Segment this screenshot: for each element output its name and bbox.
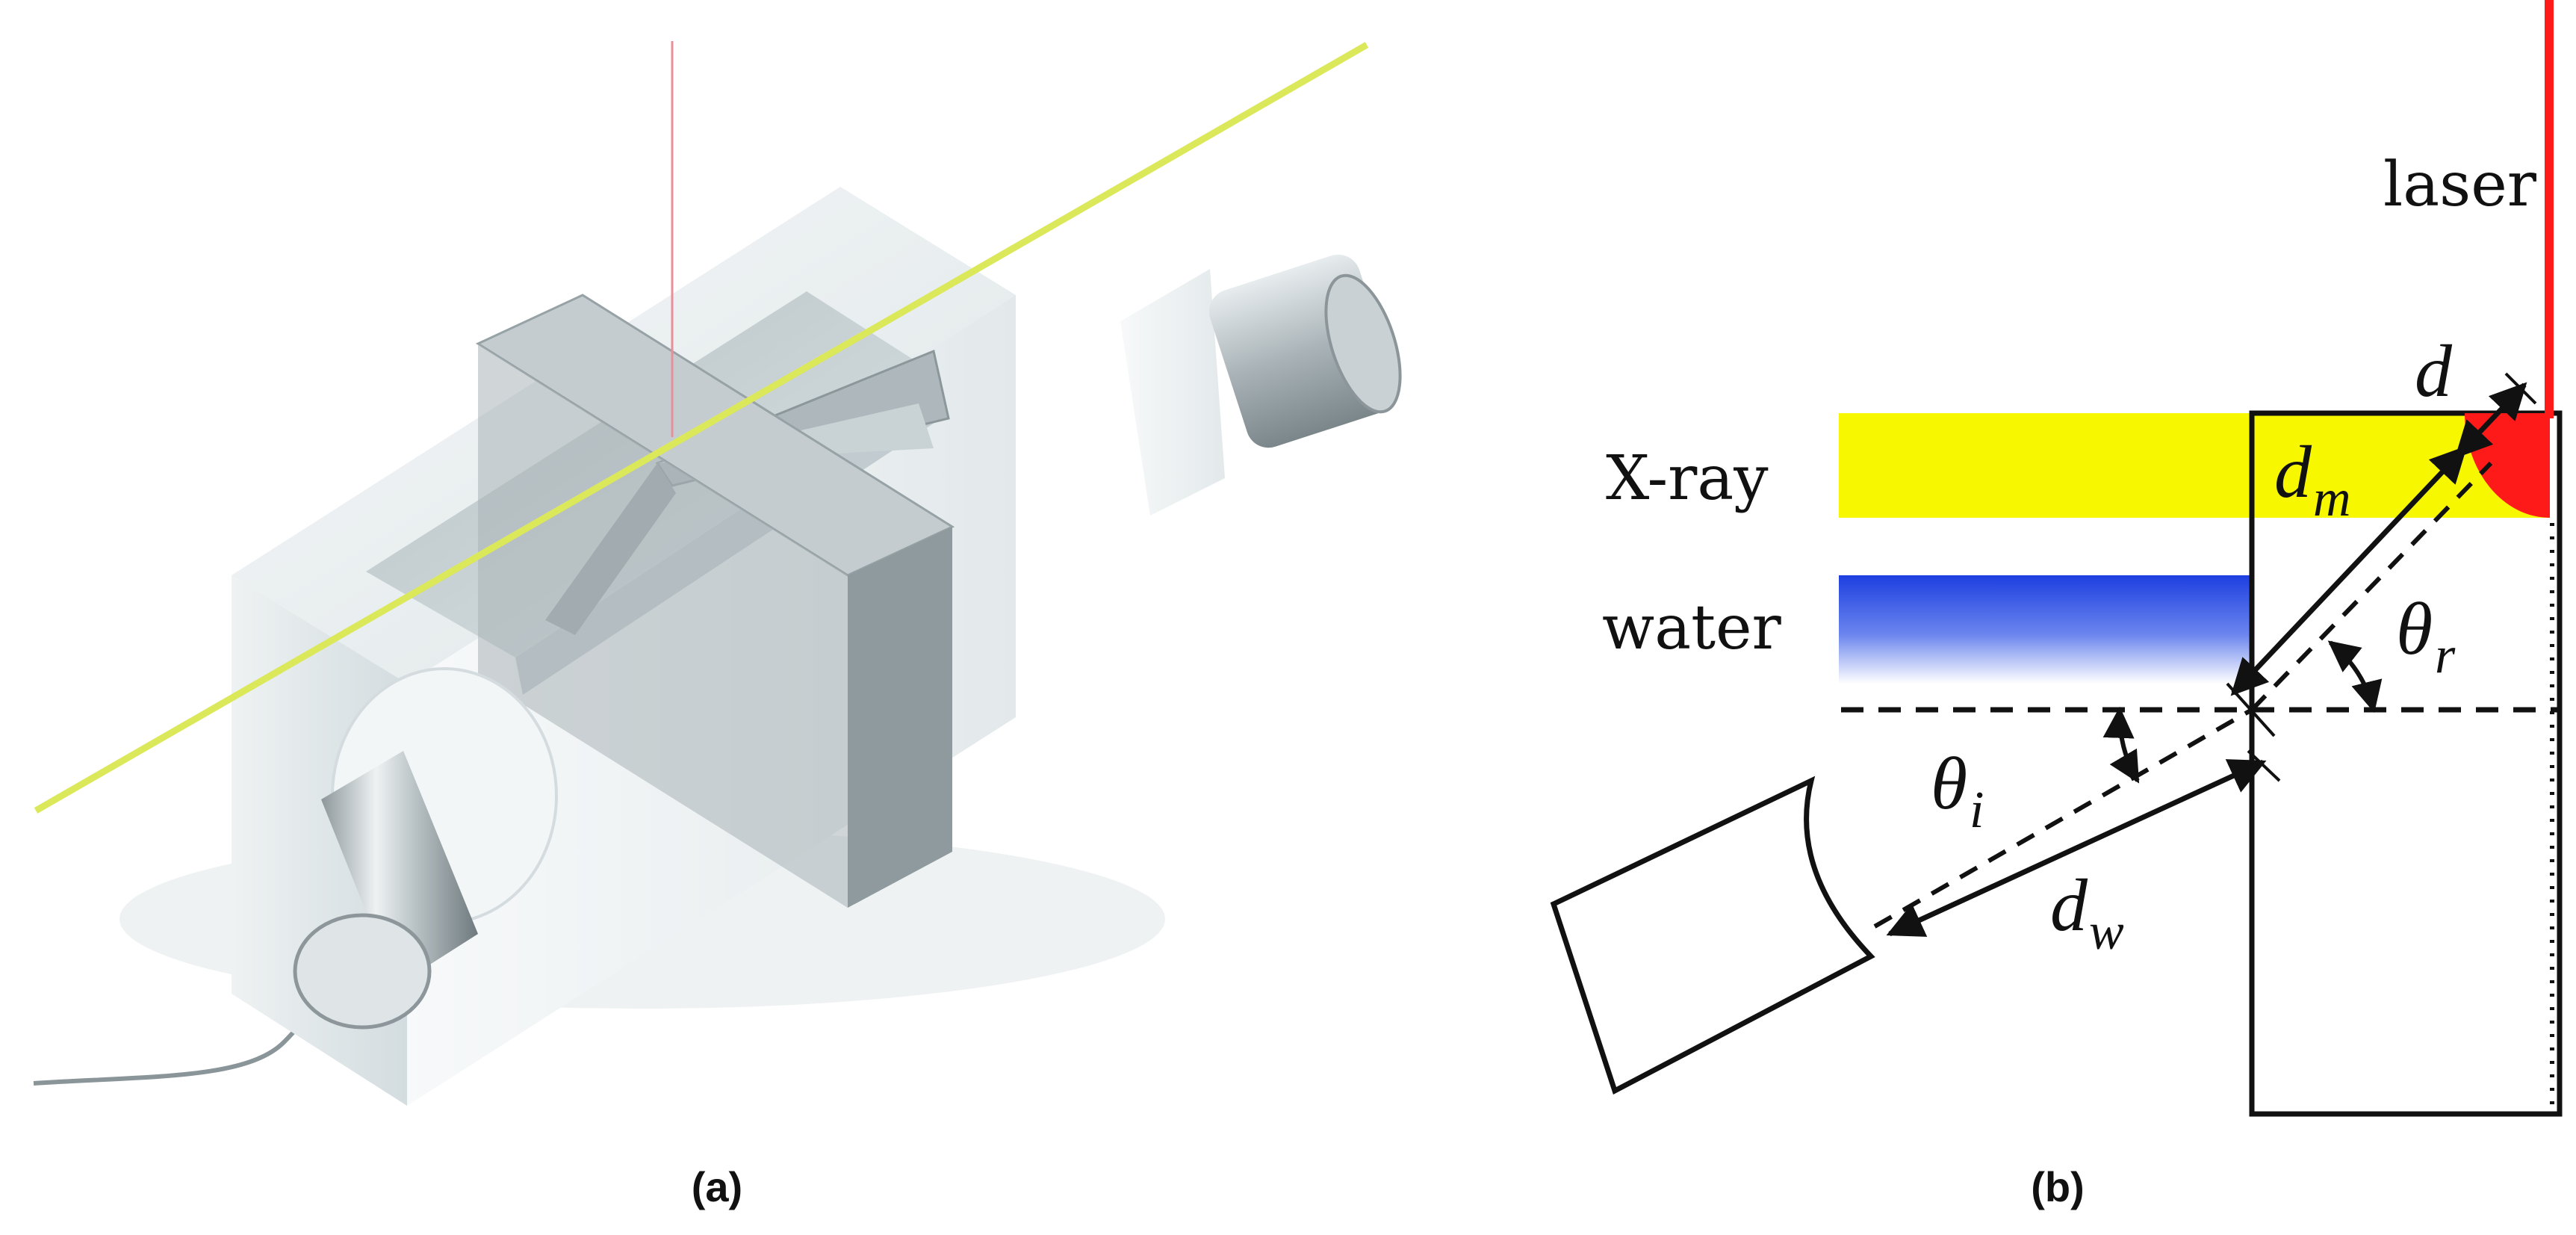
dw-arrow bbox=[1886, 759, 2267, 937]
metal-plate bbox=[475, 294, 955, 908]
right-cylinder bbox=[1120, 254, 1402, 516]
tick-mark-1 bbox=[2226, 682, 2276, 737]
panel-b-schematic: laser X-ray water d d m d w θ r θ i bbox=[1550, 0, 2563, 1117]
caption-b: (b) bbox=[2031, 1163, 2085, 1210]
laser-beam bbox=[2545, 0, 2554, 418]
dm-label-sub: m bbox=[2313, 470, 2351, 527]
dm-label: d m bbox=[2274, 430, 2351, 527]
tick-mark-2 bbox=[2247, 749, 2281, 782]
dm-arrow bbox=[2230, 445, 2468, 696]
theta-r-arc bbox=[2327, 640, 2383, 714]
theta-i-label-sub: i bbox=[1970, 781, 1984, 839]
render-xray-beam bbox=[34, 42, 1369, 814]
detector bbox=[1550, 776, 1875, 1095]
theta-r-label: θ r bbox=[2396, 587, 2456, 684]
sample-block bbox=[2249, 410, 2563, 1117]
panel-a-render bbox=[33, 41, 1402, 1106]
caption-a: (a) bbox=[692, 1163, 742, 1210]
dw-label-sub: w bbox=[2089, 903, 2124, 961]
dw-label-base: d bbox=[2050, 864, 2088, 947]
water-label: water bbox=[1602, 592, 1782, 663]
d-arrow bbox=[2454, 382, 2527, 459]
laser-label: laser bbox=[2383, 149, 2537, 220]
theta-i-label: θ i bbox=[1931, 742, 1984, 839]
xray-label: X-ray bbox=[1606, 443, 1769, 514]
theta-i-arc bbox=[2102, 706, 2140, 784]
dw-label: d w bbox=[2050, 864, 2124, 961]
dm-label-base: d bbox=[2274, 430, 2312, 513]
theta-r-label-sub: r bbox=[2435, 627, 2456, 684]
theta-r-label-base: θ bbox=[2396, 587, 2433, 670]
theta-i-label-base: θ bbox=[1931, 742, 1967, 825]
front-cylinder bbox=[293, 667, 558, 1030]
xray-beam bbox=[1839, 413, 2550, 518]
d-label: d bbox=[2415, 329, 2453, 412]
tick-mark-3 bbox=[2504, 372, 2537, 405]
water-layer bbox=[1839, 575, 2251, 684]
